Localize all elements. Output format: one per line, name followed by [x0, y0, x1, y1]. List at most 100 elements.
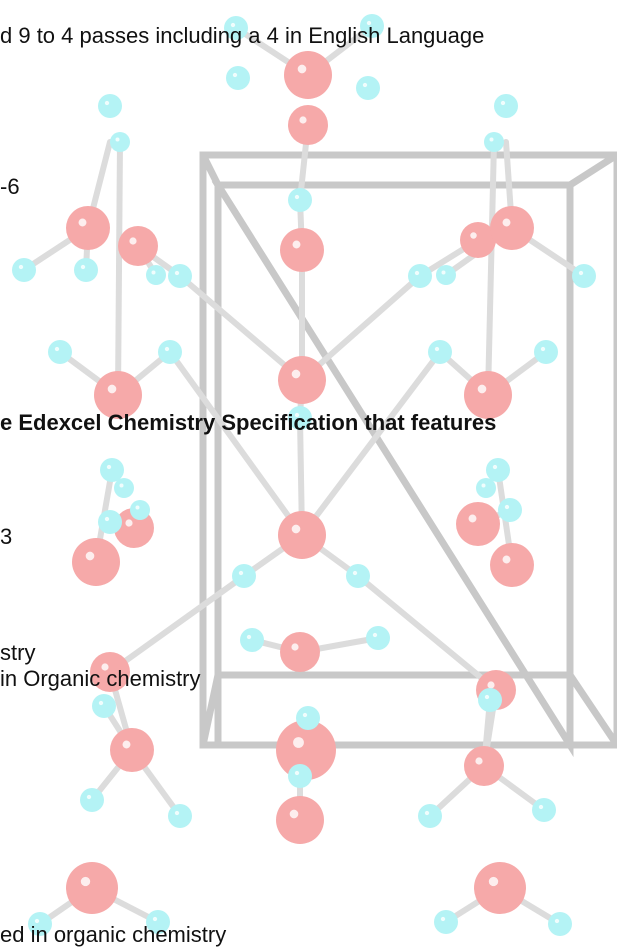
hydrogen-atom [168, 264, 192, 288]
document-line-7: ed in organic chemistry [0, 922, 227, 947]
oxygen-atom [284, 51, 332, 99]
atom-highlight [470, 232, 477, 239]
atoms [12, 14, 596, 936]
hydrogen-atom [98, 94, 122, 118]
document-line-5: stry [0, 640, 36, 665]
atom-highlight [294, 194, 300, 200]
document-line-3: e Edexcel Chemistry Specification that f… [0, 410, 497, 435]
atom-highlight [119, 483, 124, 488]
hydrogen-atom [486, 458, 510, 482]
oxygen-atom [490, 543, 534, 587]
oxygen-atom [276, 796, 324, 844]
oxygen-atom [280, 632, 320, 672]
hydrogen-atom [532, 798, 556, 822]
atom-highlight [302, 712, 308, 718]
atom-highlight [502, 555, 511, 564]
atom-highlight [500, 100, 506, 106]
atom-highlight [104, 100, 110, 106]
bond [115, 139, 123, 398]
atom-highlight [441, 270, 446, 275]
hydrogen-atom [288, 406, 312, 430]
hydrogen-atom [110, 132, 130, 152]
bond [167, 349, 305, 538]
atom-highlight [554, 918, 560, 924]
atom-highlight [294, 412, 300, 418]
atom-highlight [434, 346, 440, 352]
hydrogen-atom [98, 510, 122, 534]
hydrogen-atom [408, 264, 432, 288]
atom-highlight [174, 270, 180, 276]
atom-highlight [101, 663, 109, 671]
atom-highlight [414, 270, 420, 276]
bond [107, 573, 247, 675]
oxygen-atom [464, 746, 504, 786]
oxygen-atom [490, 206, 534, 250]
atom-highlight [487, 681, 495, 689]
atom-highlight [289, 809, 299, 819]
atom-highlight [475, 757, 483, 765]
atom-highlight [294, 770, 300, 776]
hydrogen-atom [158, 340, 182, 364]
oxygen-atom [66, 862, 118, 914]
hydrogen-atom [224, 16, 248, 40]
hydrogen-atom [484, 132, 504, 152]
atom-highlight [125, 519, 133, 527]
atom-highlight [85, 551, 95, 561]
atom-highlight [504, 504, 510, 510]
unit-cell-frame [199, 151, 617, 758]
atom-highlight [352, 570, 358, 576]
hydrogen-atom [534, 340, 558, 364]
hydrogen-atom [428, 340, 452, 364]
atom-highlight [540, 346, 546, 352]
atom-highlight [115, 137, 120, 142]
atom-highlight [98, 700, 104, 706]
oxygen-atom [110, 728, 154, 772]
atom-highlight [78, 218, 87, 227]
atom-highlight [291, 643, 299, 651]
atom-highlight [164, 346, 170, 352]
document-line-1: d 9 to 4 passes including a 4 in English… [0, 23, 485, 48]
hydrogen-atom [168, 804, 192, 828]
document-line-6: in Organic chemistry [0, 666, 201, 691]
atom-highlight [230, 22, 236, 28]
hydrogen-atom [100, 458, 124, 482]
oxygen-atom [276, 720, 336, 780]
oxygen-atom [118, 226, 158, 266]
atom-highlight [86, 794, 92, 800]
atom-highlight [291, 369, 301, 379]
atom-highlight [18, 264, 24, 270]
atom-highlight [135, 505, 140, 510]
atom-highlight [477, 384, 487, 394]
hydrogen-atom [28, 912, 52, 936]
atom-highlight [129, 237, 137, 245]
hydrogen-atom [240, 628, 264, 652]
bond [355, 573, 499, 693]
hydrogen-atom [80, 788, 104, 812]
atom-highlight [489, 137, 494, 142]
atom-highlight [122, 740, 131, 749]
atom-highlight [481, 483, 486, 488]
hydrogen-atom [548, 912, 572, 936]
atom-highlight [80, 264, 86, 270]
oxygen-atom [90, 652, 130, 692]
atom-highlight [297, 64, 307, 74]
oxygen-atom [278, 356, 326, 404]
hydrogen-atom [478, 688, 502, 712]
hydrogen-atom [226, 66, 250, 90]
atom-highlight [538, 804, 544, 810]
hydrogen-atom [572, 264, 596, 288]
hydrogen-atom [288, 764, 312, 788]
atom-highlight [578, 270, 584, 276]
atom-highlight [292, 240, 301, 249]
hydrogen-atom [146, 910, 170, 934]
bond [177, 273, 305, 383]
hydrogen-atom [356, 76, 380, 100]
atom-highlight [34, 918, 40, 924]
bond [299, 349, 443, 538]
hydrogen-atom [434, 910, 458, 934]
atom-highlight [366, 20, 372, 26]
atom-highlight [104, 516, 110, 522]
hydrogen-atom [494, 94, 518, 118]
hydrogen-atom [418, 804, 442, 828]
